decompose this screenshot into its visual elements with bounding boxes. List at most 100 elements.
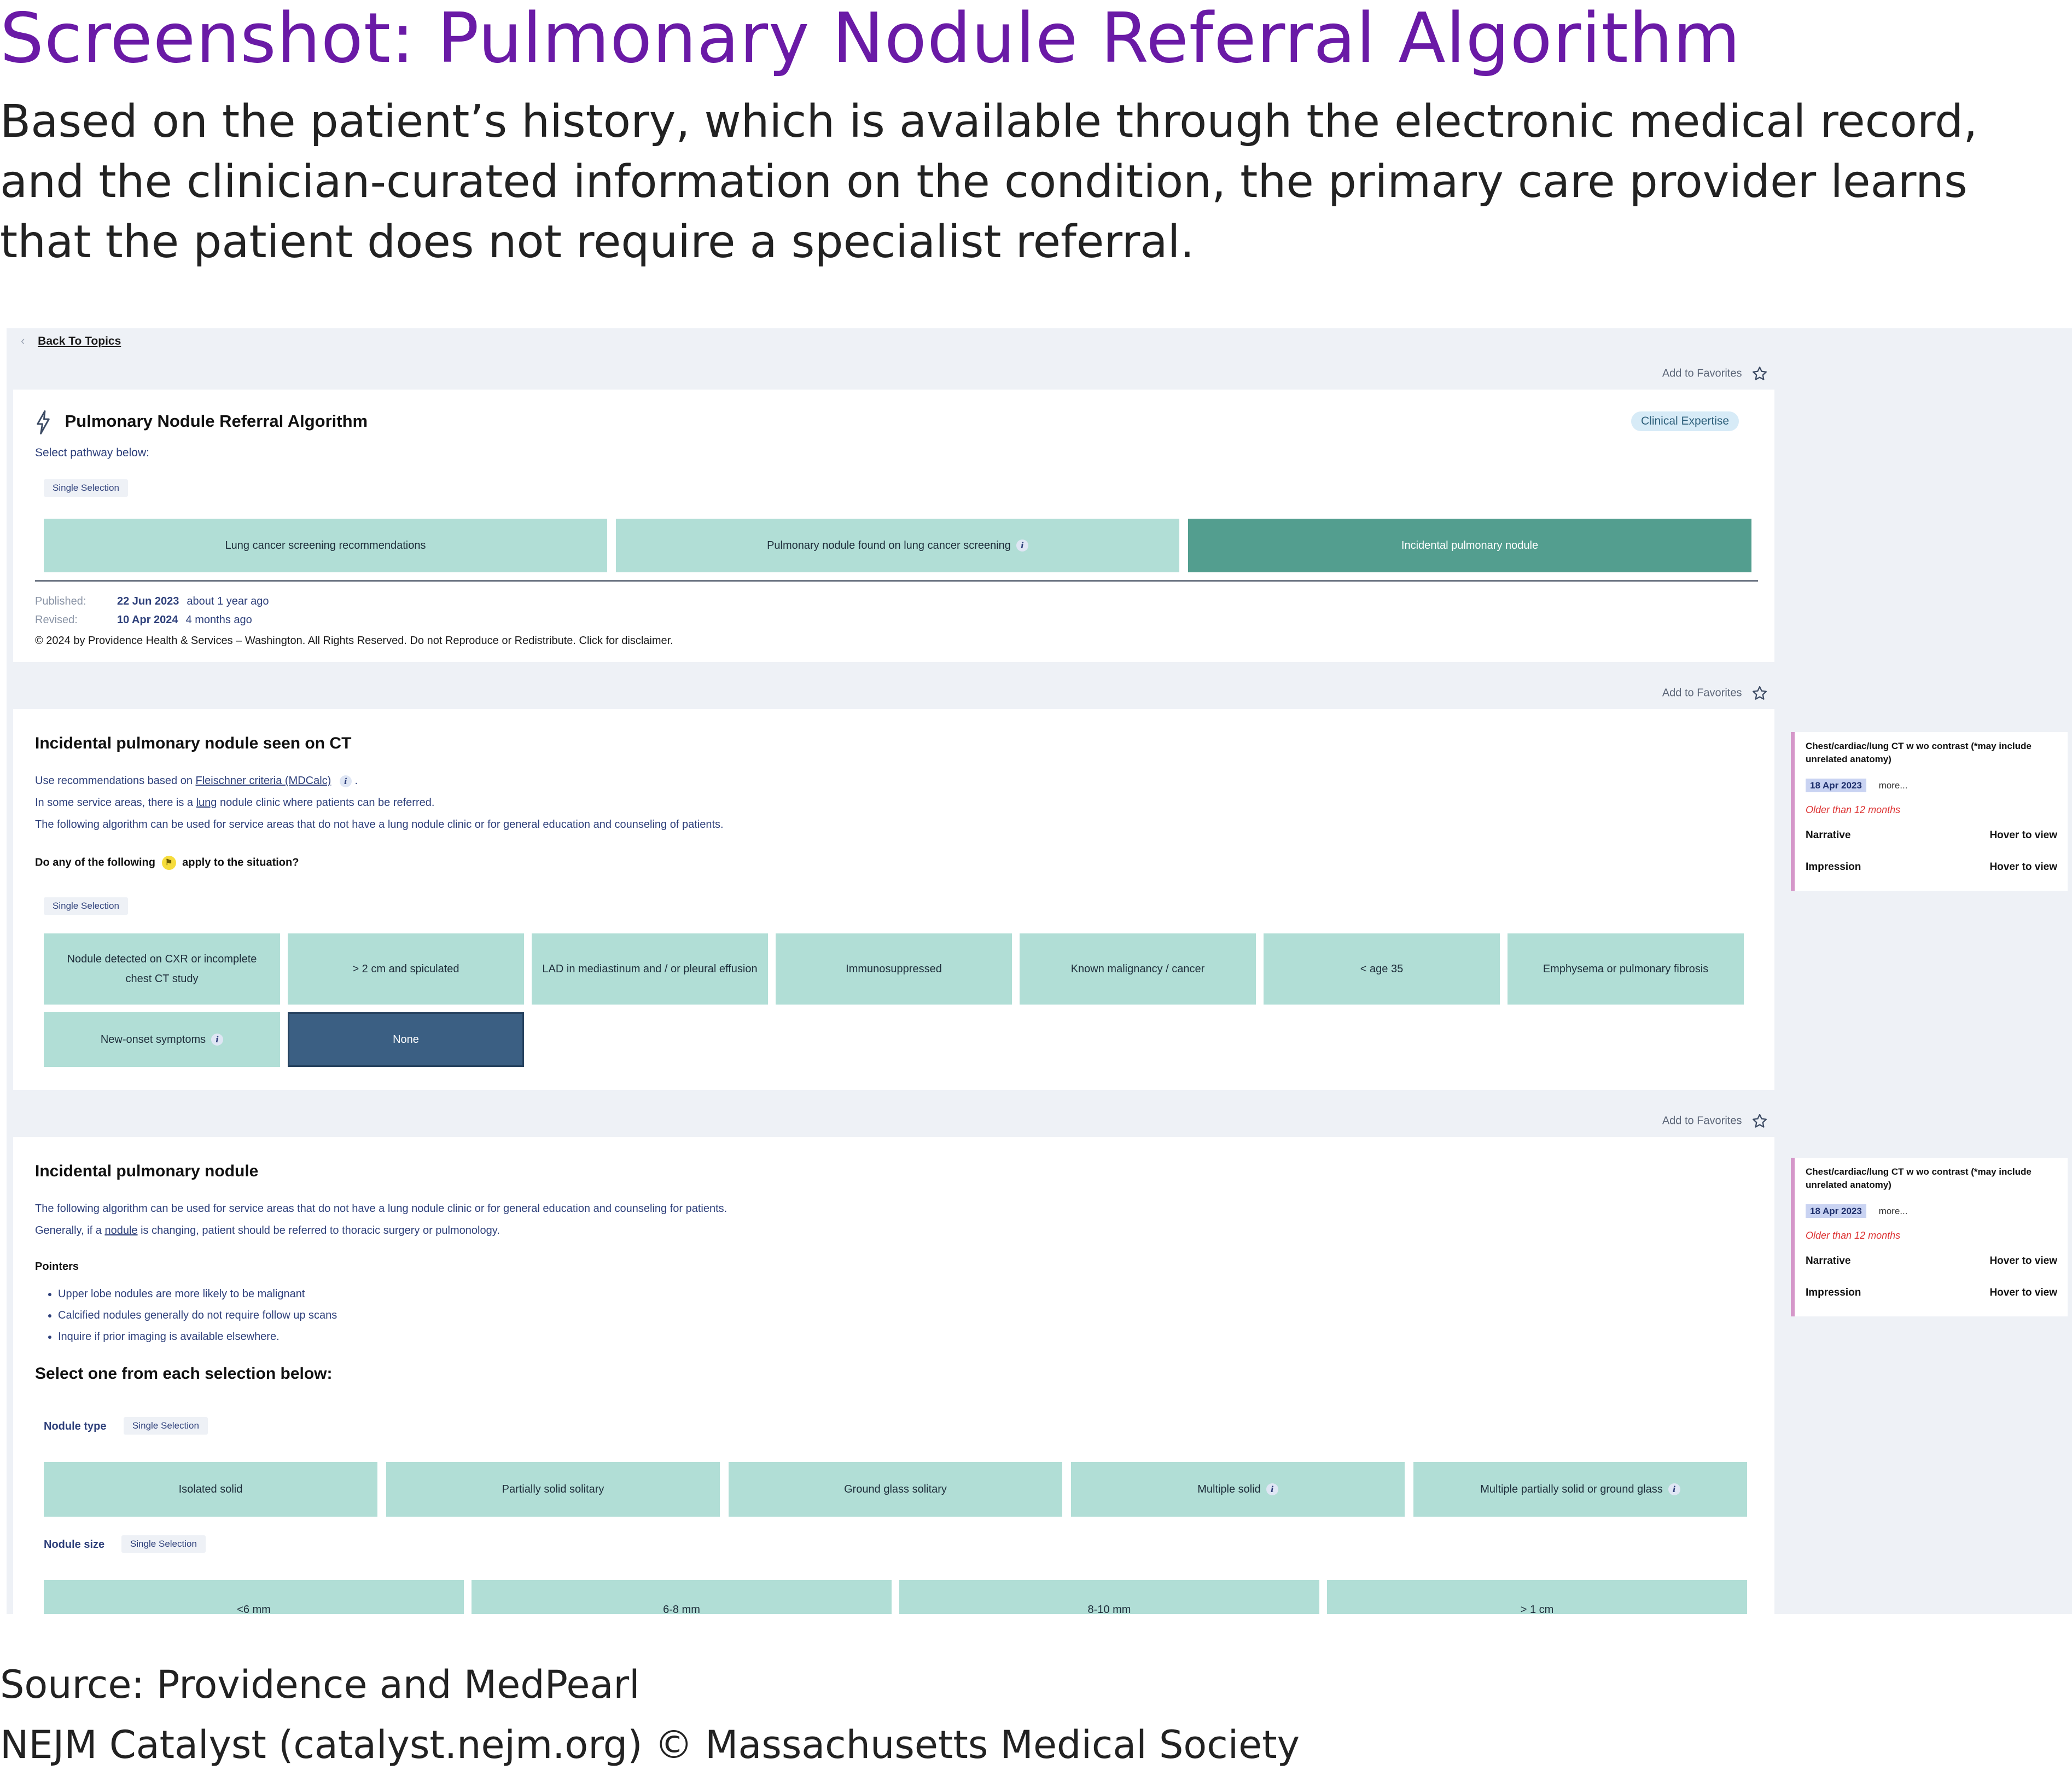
pointers-heading: Pointers — [35, 1261, 79, 1273]
situation-option-spiculated[interactable]: > 2 cm and spiculated — [288, 933, 524, 1005]
text-segment: Do any of the following — [35, 856, 155, 869]
pathway-option-incidental-nodule[interactable]: Incidental pulmonary nodule — [1188, 519, 1751, 572]
sidecard-more-link[interactable]: more... — [1878, 1206, 1908, 1216]
option-label: LAD in mediastinum and / or pleural effu… — [542, 963, 758, 975]
sidecard-impression-row[interactable]: Impression Hover to view — [1806, 861, 2057, 873]
nodule-size-over-1cm[interactable]: > 1 cm — [1327, 1580, 1747, 1614]
nodule-type-ground-glass[interactable]: Ground glass solitary — [729, 1462, 1062, 1517]
nodule-type-partially-solid[interactable]: Partially solid solitary — [386, 1462, 720, 1517]
imaging-sidecard[interactable]: Chest/cardiac/lung CT w wo contrast (*ma… — [1791, 732, 2068, 891]
star-outline-icon — [1753, 367, 1767, 380]
add-to-favorites-button[interactable]: Add to Favorites — [1593, 685, 1768, 701]
pathway-instruction: Select pathway below: — [35, 446, 149, 459]
option-label: Known malignancy / cancer — [1070, 963, 1205, 975]
single-selection-badge: Single Selection — [124, 1417, 208, 1435]
option-label: > 2 cm and spiculated — [352, 963, 459, 975]
lung-link[interactable]: lung — [196, 797, 217, 809]
star-outline-icon — [1753, 1114, 1767, 1128]
sidecard-more-link[interactable]: more... — [1878, 780, 1908, 791]
info-icon[interactable]: i — [1668, 1483, 1680, 1495]
nodule-size-label: Nodule size — [44, 1539, 105, 1551]
row-label: Impression — [1806, 1287, 1861, 1298]
sidecard-title: Chest/cardiac/lung CT w wo contrast (*ma… — [1806, 741, 2032, 764]
info-icon[interactable]: i — [211, 1034, 224, 1046]
sidecard-narrative-row[interactable]: Narrative Hover to view — [1806, 829, 2057, 842]
text-segment: is changing, patient should be referred … — [141, 1225, 500, 1237]
sidecard-impression-row[interactable]: Impression Hover to view — [1806, 1287, 2057, 1299]
list-item: Upper lobe nodules are more likely to be… — [58, 1284, 337, 1305]
published-ago: about 1 year ago — [187, 595, 269, 607]
option-label: <6 mm — [237, 1604, 271, 1614]
pathway-option-lung-cancer-screening[interactable]: Lung cancer screening recommendations — [44, 519, 607, 572]
option-label: Immunosuppressed — [846, 963, 942, 975]
copyright-disclaimer-link[interactable]: © 2024 by Providence Health & Services –… — [35, 635, 673, 647]
situation-option-emphysema[interactable]: Emphysema or pulmonary fibrosis — [1508, 933, 1744, 1005]
nodule-type-label: Nodule type — [44, 1420, 107, 1432]
info-icon[interactable]: i — [1016, 539, 1028, 552]
pathway-option-nodule-on-screening[interactable]: Pulmonary nodule found on lung cancer sc… — [616, 519, 1179, 572]
situation-option-age[interactable]: < age 35 — [1264, 933, 1500, 1005]
figure-credit: NEJM Catalyst (catalyst.nejm.org) © Mass… — [0, 1722, 1300, 1767]
row-value: Hover to view — [1989, 1255, 2057, 1267]
option-label: Ground glass solitary — [844, 1483, 947, 1495]
algorithm-title: Pulmonary Nodule Referral Algorithm — [35, 410, 368, 434]
sidecard-date-row: 18 Apr 2023 more... — [1806, 1204, 1908, 1218]
fleischner-criteria-link[interactable]: Fleischner criteria (MDCalc) — [195, 775, 331, 787]
imaging-sidecard[interactable]: Chest/cardiac/lung CT w wo contrast (*ma… — [1791, 1158, 2068, 1316]
sidecard-age-note: Older than 12 months — [1806, 1230, 1901, 1241]
figure-source: Source: Providence and MedPearl — [0, 1662, 640, 1707]
figure-caption: Based on the patient’s history, which is… — [0, 96, 1978, 268]
situation-option-immunosuppressed[interactable]: Immunosuppressed — [776, 933, 1012, 1005]
sidecard-narrative-row[interactable]: Narrative Hover to view — [1806, 1255, 2057, 1267]
text-segment: . — [354, 775, 358, 787]
nodule-link[interactable]: nodule — [104, 1225, 138, 1237]
sidecard-date-row: 18 Apr 2023 more... — [1806, 779, 1908, 792]
single-selection-badge: Single Selection — [121, 1535, 206, 1553]
ct-section-panel: Incidental pulmonary nodule seen on CT U… — [13, 709, 1774, 1090]
situation-option-new-symptoms[interactable]: New-onset symptoms i — [44, 1012, 280, 1067]
add-to-favorites-button[interactable]: Add to Favorites — [1593, 1113, 1768, 1129]
text-segment: apply to the situation? — [182, 856, 299, 869]
info-icon[interactable]: i — [339, 775, 352, 787]
add-to-favorites-button[interactable]: Add to Favorites — [1593, 365, 1768, 382]
algorithm-panel: Pulmonary Nodule Referral Algorithm Clin… — [13, 390, 1774, 662]
back-link-row[interactable]: ‹ Back To Topics — [21, 334, 121, 348]
published-label: Published: — [35, 595, 86, 607]
option-label: Isolated solid — [178, 1483, 243, 1495]
row-value: Hover to view — [1989, 829, 2057, 841]
situation-option-cxr[interactable]: Nodule detected on CXR or incomplete che… — [44, 933, 280, 1005]
list-item: Inquire if prior imaging is available el… — [58, 1326, 337, 1348]
text-segment: In some service areas, there is a — [35, 797, 194, 809]
sidecard-age-note: Older than 12 months — [1806, 804, 1901, 815]
nodule-size-under-6mm[interactable]: <6 mm — [44, 1580, 464, 1614]
info-icon[interactable]: i — [1266, 1483, 1278, 1495]
option-label: 6-8 mm — [663, 1604, 700, 1614]
nodule-section-panel: Incidental pulmonary nodule The followin… — [13, 1137, 1774, 1614]
row-label: Impression — [1806, 861, 1861, 873]
option-label: New-onset symptoms — [100, 1034, 206, 1046]
option-label: None — [393, 1034, 419, 1046]
option-label: > 1 cm — [1520, 1604, 1554, 1614]
situation-option-lad[interactable]: LAD in mediastinum and / or pleural effu… — [532, 933, 768, 1005]
nodule-usage-line: The following algorithm can be used for … — [35, 1203, 727, 1215]
row-value: Hover to view — [1989, 861, 2057, 873]
situation-option-none[interactable]: None — [288, 1012, 524, 1067]
ct-section-title: Incidental pulmonary nodule seen on CT — [35, 734, 352, 752]
situation-option-malignancy[interactable]: Known malignancy / cancer — [1020, 933, 1256, 1005]
nodule-size-6-8mm[interactable]: 6-8 mm — [472, 1580, 892, 1614]
revised-label: Revised: — [35, 614, 78, 626]
text-segment: Use recommendations based on — [35, 775, 193, 787]
nodule-type-isolated-solid[interactable]: Isolated solid — [44, 1462, 377, 1517]
nodule-type-multiple-partially-solid[interactable]: Multiple partially solid or ground glass… — [1413, 1462, 1747, 1517]
flag-icon[interactable]: ⚑ — [161, 856, 176, 870]
single-selection-badge: Single Selection — [44, 897, 128, 915]
nodule-size-8-10mm[interactable]: 8-10 mm — [899, 1580, 1319, 1614]
back-to-topics-link[interactable]: Back To Topics — [38, 335, 121, 347]
sidecard-date: 18 Apr 2023 — [1806, 1204, 1866, 1218]
published-date: 22 Jun 2023 — [117, 595, 179, 607]
add-to-favorites-label: Add to Favorites — [1662, 367, 1742, 380]
nodule-changing-line: Generally, if a nodule is changing, pati… — [35, 1225, 500, 1237]
algorithm-title-text: Pulmonary Nodule Referral Algorithm — [65, 411, 368, 431]
row-value: Hover to view — [1989, 1287, 2057, 1298]
